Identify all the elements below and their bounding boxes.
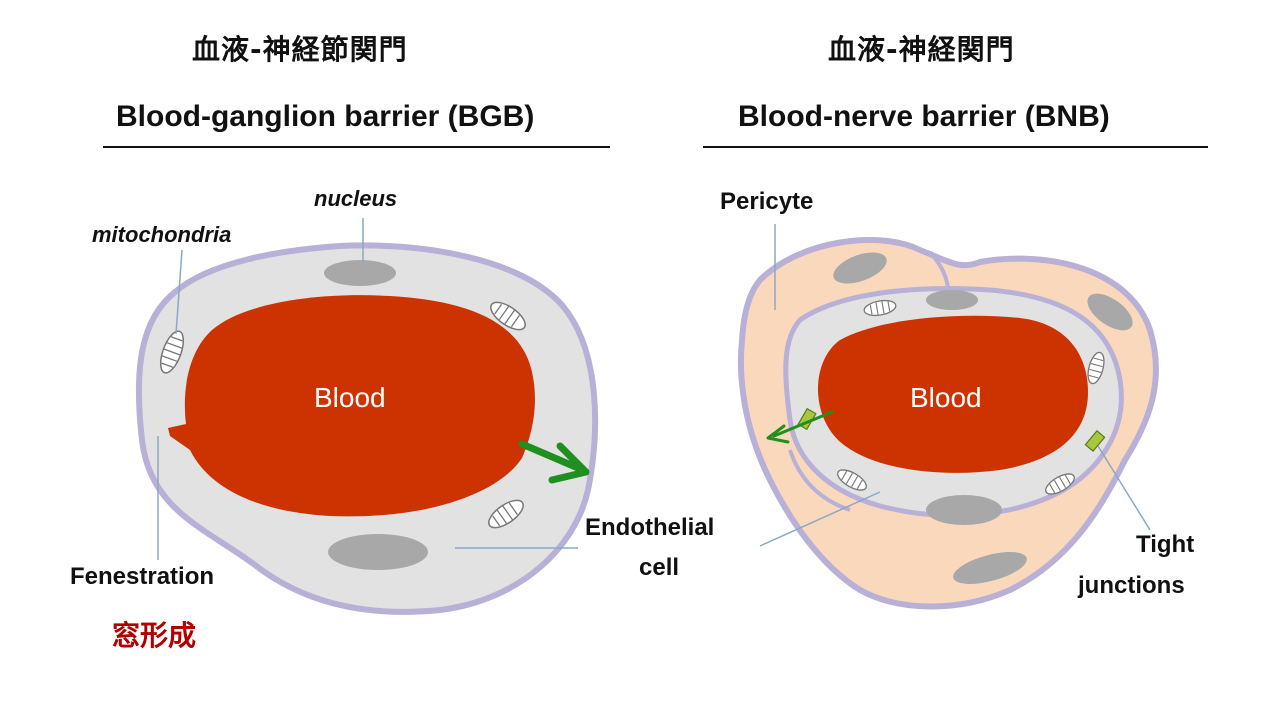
bgb-mitochondrion-bottom-right (488, 499, 524, 529)
fenestration-label-jp: 窓形成 (112, 619, 197, 652)
bnb-pericyte-nucleus-right (1087, 293, 1133, 331)
bgb-mitochondrion-top-right (490, 301, 526, 331)
tight-junctions-label-line2: junctions (1078, 572, 1185, 599)
bgb-nucleus-top (324, 260, 396, 286)
right-title-jp: 血液-神経関門 (828, 33, 1015, 66)
bgb-leak-arrow (518, 440, 590, 484)
nucleus-label: nucleus (314, 186, 398, 211)
mitochondria-label: mitochondria (92, 222, 232, 247)
bnb-pericyte-gap-lower (788, 449, 851, 512)
left-title-en: Blood-ganglion barrier (BGB) (116, 100, 535, 133)
bnb-tight-junction-right (1084, 430, 1106, 452)
right-title-en: Blood-nerve barrier (BNB) (738, 100, 1110, 133)
bnb-mitochondrion-bottom-left (837, 469, 867, 491)
bnb-blocked-arrow (766, 410, 834, 444)
bgb-nucleus-bottom (328, 534, 428, 570)
bgb-blood-label: Blood (314, 382, 386, 413)
tight-junctions-label-line1: Tight (1136, 531, 1195, 558)
bnb-mitochondrion-right (1087, 351, 1105, 385)
bnb-blood (817, 315, 1088, 473)
bnb-nucleus-bottom (926, 495, 1002, 525)
pericyte-label: Pericyte (720, 188, 814, 215)
endothelial-label-line2: cell (639, 554, 680, 581)
endothelial-label-line1: Endothelial (585, 514, 715, 541)
bnb-endothelial-leader (759, 491, 881, 547)
left-title-jp: 血液-神経節関門 (192, 33, 408, 66)
right-title-rule (703, 146, 1208, 148)
bgb-mitochondrion-left (159, 330, 185, 374)
bnb-pericyte-nucleus-topleft (833, 252, 887, 284)
bnb-blood-label: Blood (910, 382, 982, 413)
bnb-tight-junction-leader (1097, 445, 1151, 531)
fenestration-label: Fenestration (70, 563, 215, 590)
bnb-mitochondrion-bottom-right (1045, 473, 1075, 495)
bgb-blood (168, 295, 535, 517)
bgb-vessel (135, 218, 599, 615)
bnb-pericyte-nucleus-bottom (953, 552, 1027, 584)
bnb-mitochondrion-top (863, 299, 897, 317)
bnb-vessel (737, 224, 1159, 610)
left-title-rule (103, 146, 610, 148)
bnb-nucleus-top (926, 290, 978, 310)
bgb-mitochondria-leader (175, 249, 183, 335)
